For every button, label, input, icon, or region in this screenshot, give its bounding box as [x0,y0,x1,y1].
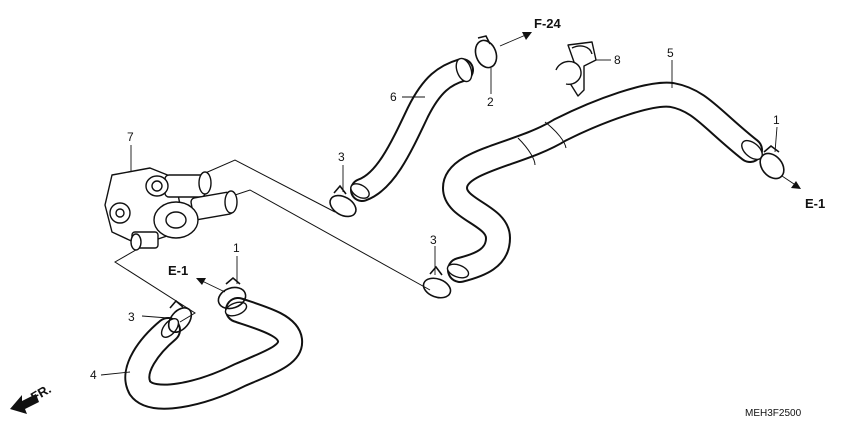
arrow-e1-left-icon [196,278,206,285]
connection-lines [114,159,431,323]
arrow-e1-right-icon [791,181,801,189]
ref-e1-left-label: E-1 [168,263,188,278]
front-arrow-icon [10,394,39,414]
hose-5 [442,81,763,283]
callout-5: 5 [667,46,674,60]
callout-8: 8 [614,53,621,67]
clamp-3-mid [422,265,452,299]
clamp-3-left [167,299,193,333]
valve-7 [104,167,238,251]
callout-1-left: 1 [233,241,240,255]
ref-f24-label: F-24 [534,16,562,31]
callout-2: 2 [487,95,494,109]
callout-3-left: 3 [128,310,135,324]
clamps [167,35,785,333]
reference-arrows [196,32,801,293]
hose-6 [350,57,474,202]
leader-lines [100,59,778,376]
clip-8 [555,41,597,97]
callout-1-right: 1 [773,113,780,127]
front-arrow: FR. [10,381,54,414]
arrow-f24-icon [522,32,532,40]
figure-code: MEH3F2500 [745,408,802,419]
callout-4: 4 [90,368,97,382]
clamp-3-upper [329,184,357,218]
clamp-2 [474,35,498,69]
clamp-1-left [217,276,247,310]
callout-3-mid: 3 [430,233,437,247]
callout-3-upper: 3 [338,150,345,164]
callout-6: 6 [390,90,397,104]
hose-4 [124,297,303,410]
callout-7: 7 [127,130,134,144]
ref-e1-right-label: E-1 [805,196,825,211]
clamp-1-right [759,144,785,180]
